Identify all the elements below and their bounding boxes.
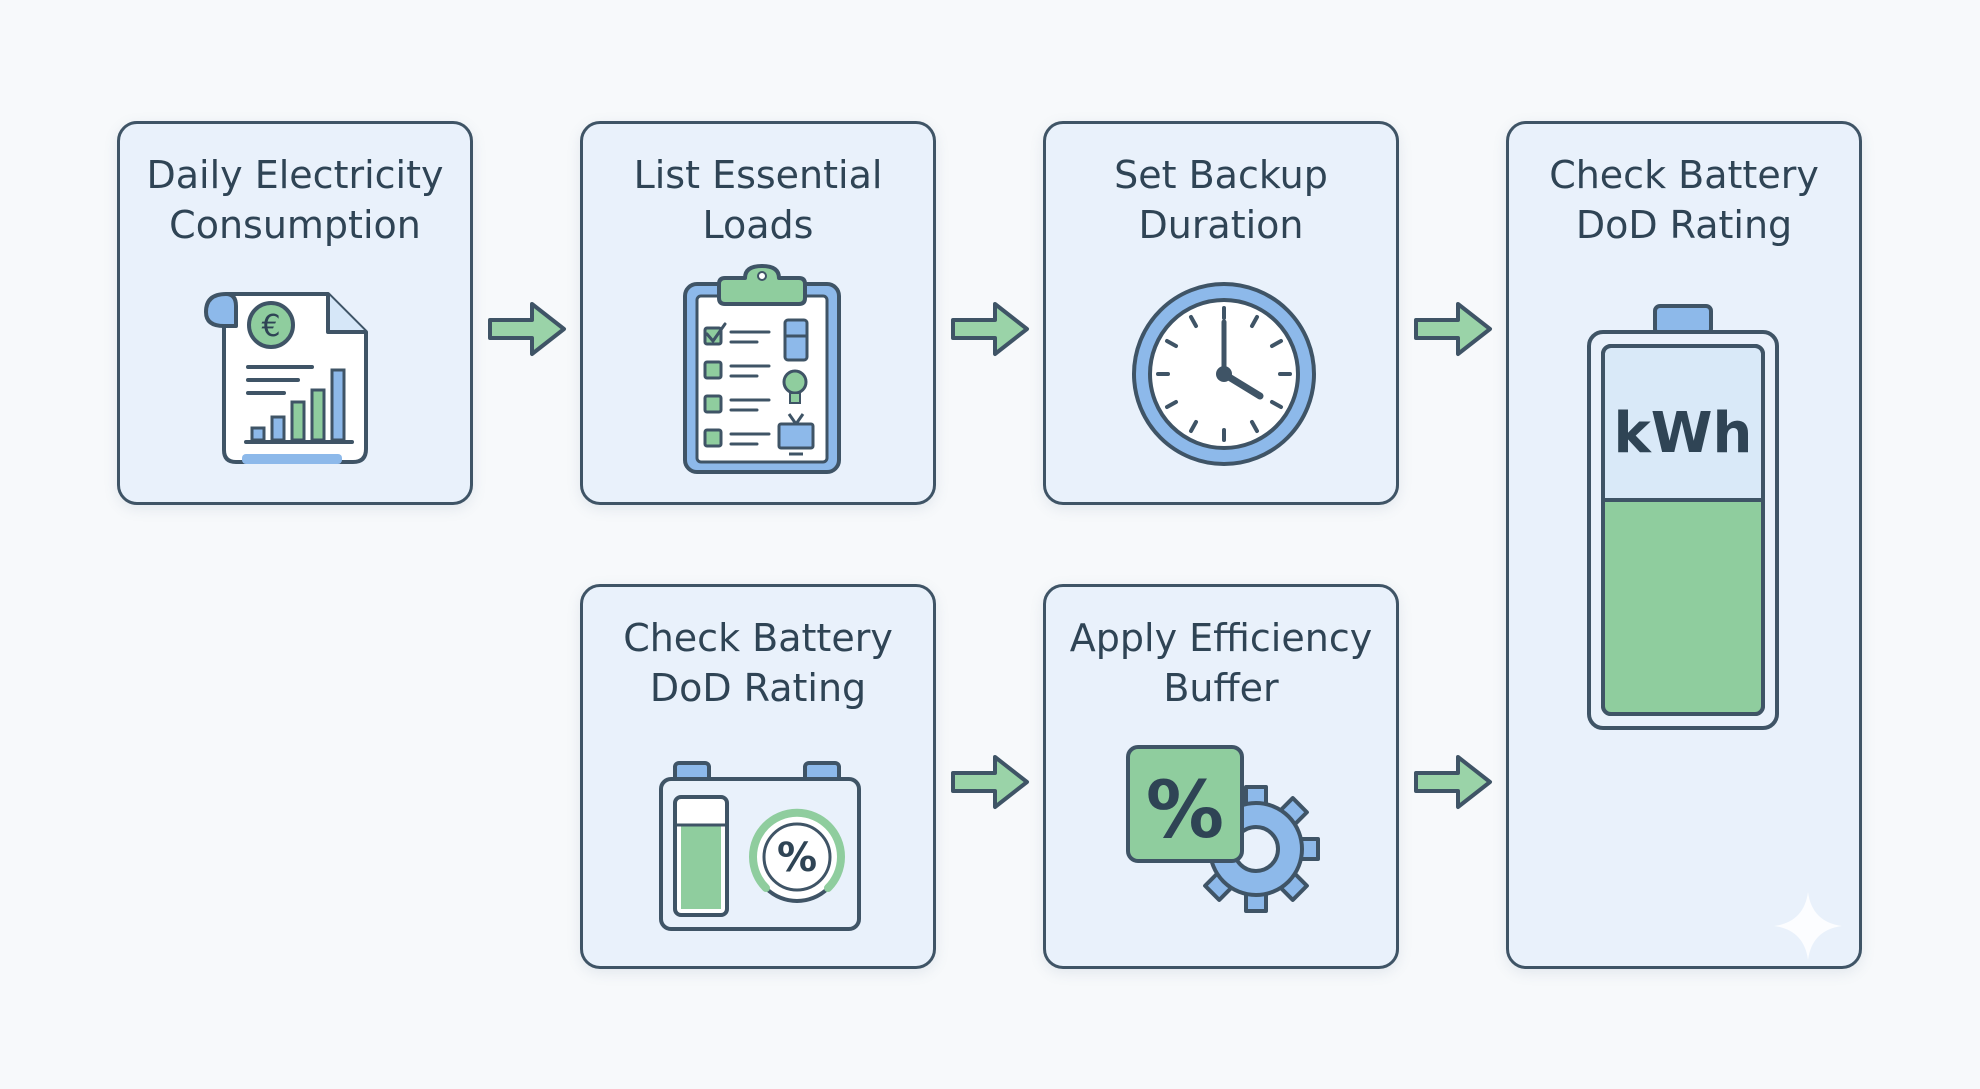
step-title: Check Battery DoD Rating xyxy=(1549,153,1819,247)
flow-arrow-right xyxy=(1414,755,1492,809)
currency-symbol: € xyxy=(261,309,280,344)
battery-unit-label: kWh xyxy=(1614,401,1753,466)
step-card-daily-consumption: Daily Electricity Consumption € xyxy=(117,121,473,505)
step-card-battery-capacity: Check Battery DoD Rating kWh xyxy=(1506,121,1862,969)
step-card-efficiency-buffer: Apply Efficiency Buffer % xyxy=(1043,584,1399,969)
step-card-backup-duration: Set Backup Duration xyxy=(1043,121,1399,505)
sparkle-icon xyxy=(1774,892,1842,960)
battery-kwh-icon: kWh xyxy=(1587,304,1779,730)
clock-icon xyxy=(1132,282,1316,466)
flow-arrow-right xyxy=(1414,302,1492,356)
step-title: Check Battery DoD Rating xyxy=(623,616,893,710)
step-title: Apply Efficiency Buffer xyxy=(1069,616,1373,710)
percent-symbol: % xyxy=(1146,766,1224,856)
step-title: Daily Electricity Consumption xyxy=(146,153,444,247)
battery-percent-gauge-icon: % xyxy=(659,761,861,931)
flow-arrow-right xyxy=(951,302,1029,356)
step-card-essential-loads: List Essential Loads xyxy=(580,121,936,505)
step-title: List Essential Loads xyxy=(633,153,883,247)
step-title: Set Backup Duration xyxy=(1114,153,1328,247)
clipboard-checklist-icon xyxy=(683,264,841,474)
flow-arrow-right xyxy=(951,755,1029,809)
percent-symbol: % xyxy=(777,835,817,881)
step-card-dod-rating: Check Battery DoD Rating % xyxy=(580,584,936,969)
percent-gear-icon: % xyxy=(1126,745,1320,913)
flow-arrow-right xyxy=(488,302,566,356)
electricity-bill-icon: € xyxy=(204,292,368,464)
